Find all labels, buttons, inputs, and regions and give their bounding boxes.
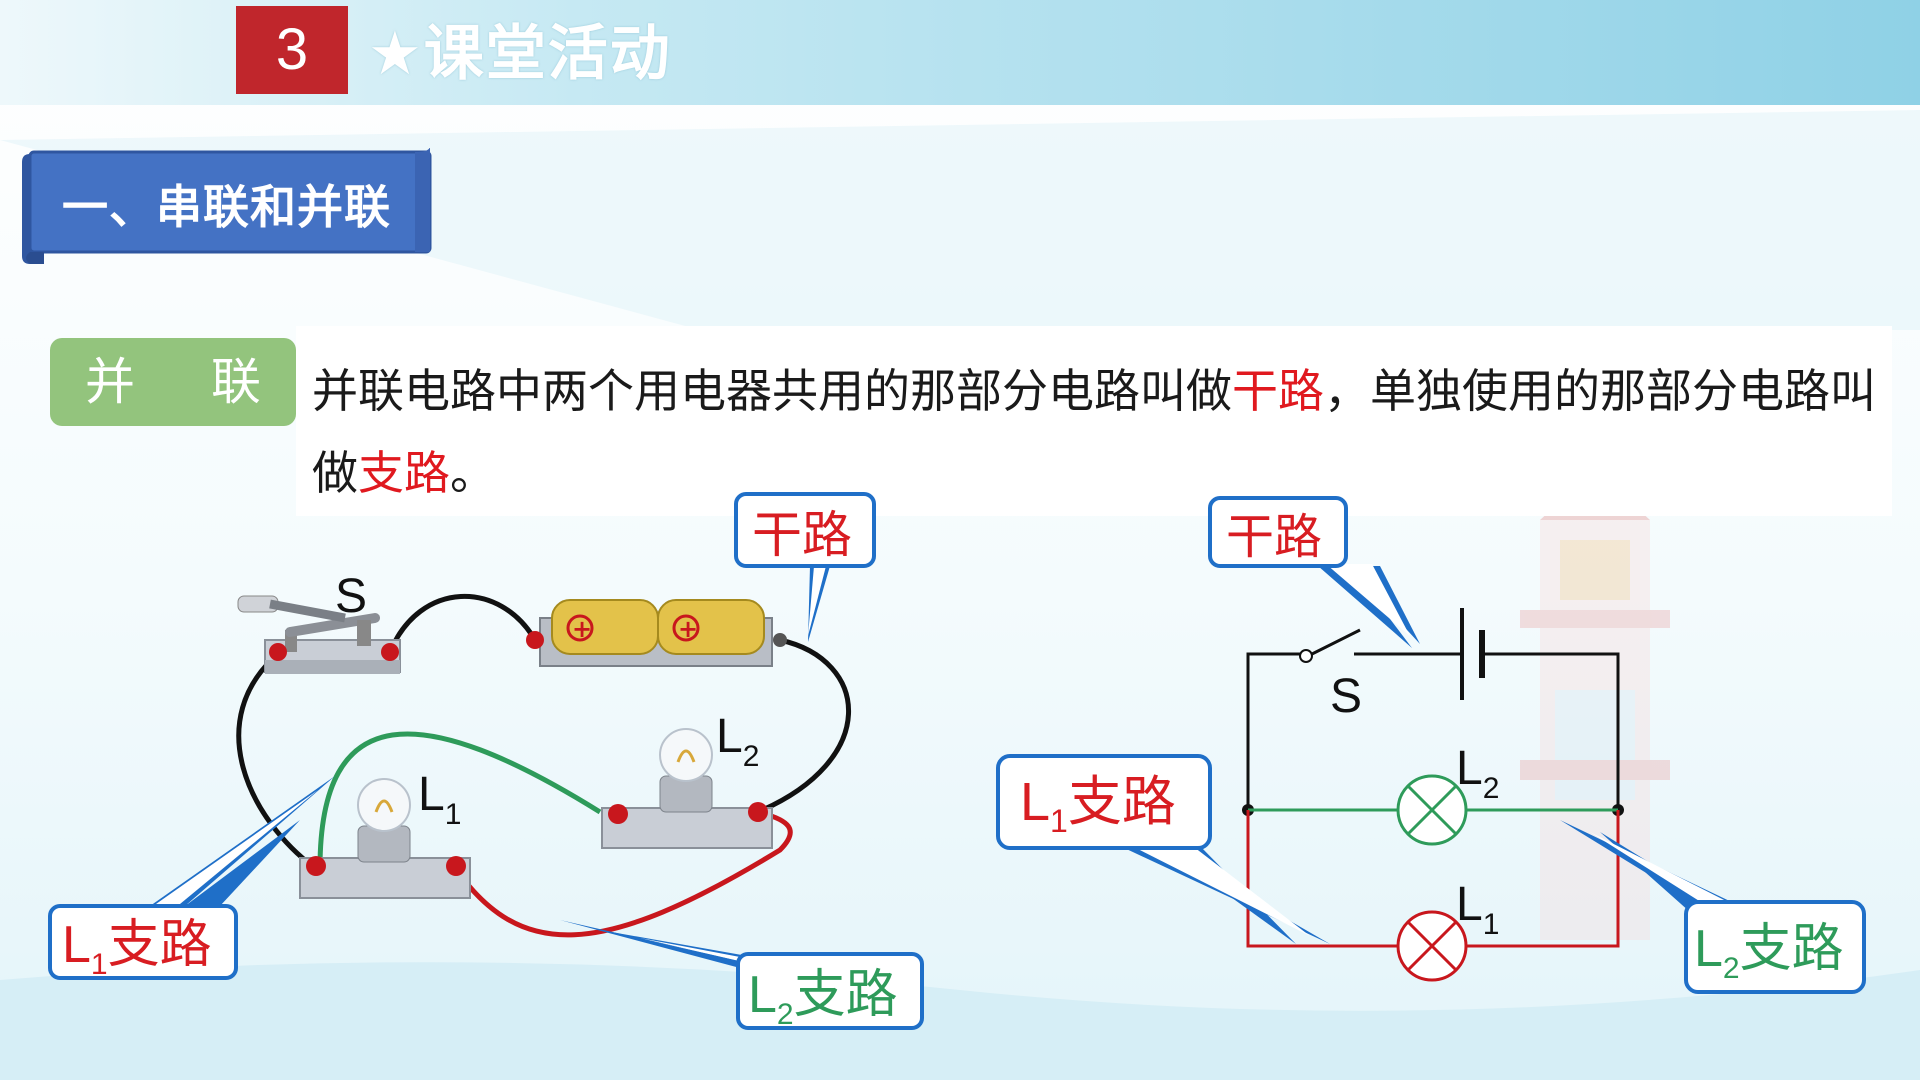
definition-part2: ，单独使用的那部分电路叫做 — [312, 364, 1876, 500]
lamp-1-label: L1 — [418, 768, 461, 831]
schematic-l1-label: L1 — [1456, 878, 1499, 941]
callout-l1-physical-text: L1支路 — [62, 916, 212, 981]
switch-pivot — [1299, 649, 1313, 663]
knife-switch — [237, 595, 401, 674]
section-title: ★课堂活动 — [368, 19, 672, 89]
callout-trunk-schematic: 干路 — [1208, 496, 1420, 648]
lamp-2-holder — [601, 728, 773, 849]
switch-label: S — [335, 570, 367, 623]
callout-trunk-physical: 干路 — [734, 492, 876, 642]
definition-part3: 。 — [450, 446, 496, 500]
callout-trunk-physical-text: 干路 — [752, 506, 852, 564]
battery-plus-2: + — [678, 615, 698, 643]
lamp-1-holder — [299, 778, 471, 899]
callout-l2-physical: L2支路 — [560, 920, 924, 1031]
definition-text: 并联电路中两个用电器共用的那部分电路叫做干路，单独使用的那部分电路叫做支路。 — [312, 350, 1887, 514]
wire-l2-branch-red — [452, 809, 793, 938]
switch-blade — [1307, 628, 1361, 658]
lamp-l1-symbol — [1396, 910, 1468, 982]
schematic-l2-label: L2 — [1456, 742, 1499, 805]
definition-part1: 并联电路中两个用电器共用的那部分电路叫做 — [312, 364, 1232, 418]
l1-branch-wire-left — [1246, 810, 1398, 948]
callout-l1-schematic: L1支路 — [996, 754, 1330, 944]
callout-l2-physical-text: L2支路 — [748, 966, 898, 1031]
title-banner — [22, 148, 432, 264]
wire-battery-lamp2 — [757, 637, 852, 815]
trunk-wire-3 — [1484, 652, 1620, 810]
schematic-switch-label: S — [1330, 670, 1362, 723]
physical-circuit: S + + L1 — [48, 492, 924, 1031]
callout-l2-schematic-text: L2支路 — [1694, 920, 1844, 985]
lamp-l2-symbol — [1396, 774, 1468, 846]
callout-trunk-schematic-text: 干路 — [1226, 509, 1322, 565]
term-trunk: 干路 — [1232, 364, 1324, 418]
banner-title: 一、串联和并联 — [62, 180, 391, 234]
battery-pack: + + — [526, 599, 787, 667]
wire-l1-branch-green — [317, 731, 602, 869]
lamp-2-label: L2 — [716, 710, 759, 773]
schematic-circuit: S L2 L1 干路 — [996, 496, 1866, 994]
callout-l2-schematic: L2支路 — [1560, 820, 1866, 994]
callout-l1-schematic-text: L1支路 — [1020, 772, 1176, 839]
wire-switch-lamp1 — [236, 650, 317, 871]
wire-switch-battery — [387, 594, 538, 653]
trunk-wire — [1246, 652, 1302, 810]
term-branch: 支路 — [358, 446, 450, 500]
definition-box — [296, 326, 1892, 516]
parallel-tag: 并 联 — [50, 338, 296, 426]
battery-plus-1: + — [572, 615, 592, 643]
section-number: 3 — [236, 6, 348, 94]
callout-l1-physical: L1支路 — [48, 776, 335, 981]
